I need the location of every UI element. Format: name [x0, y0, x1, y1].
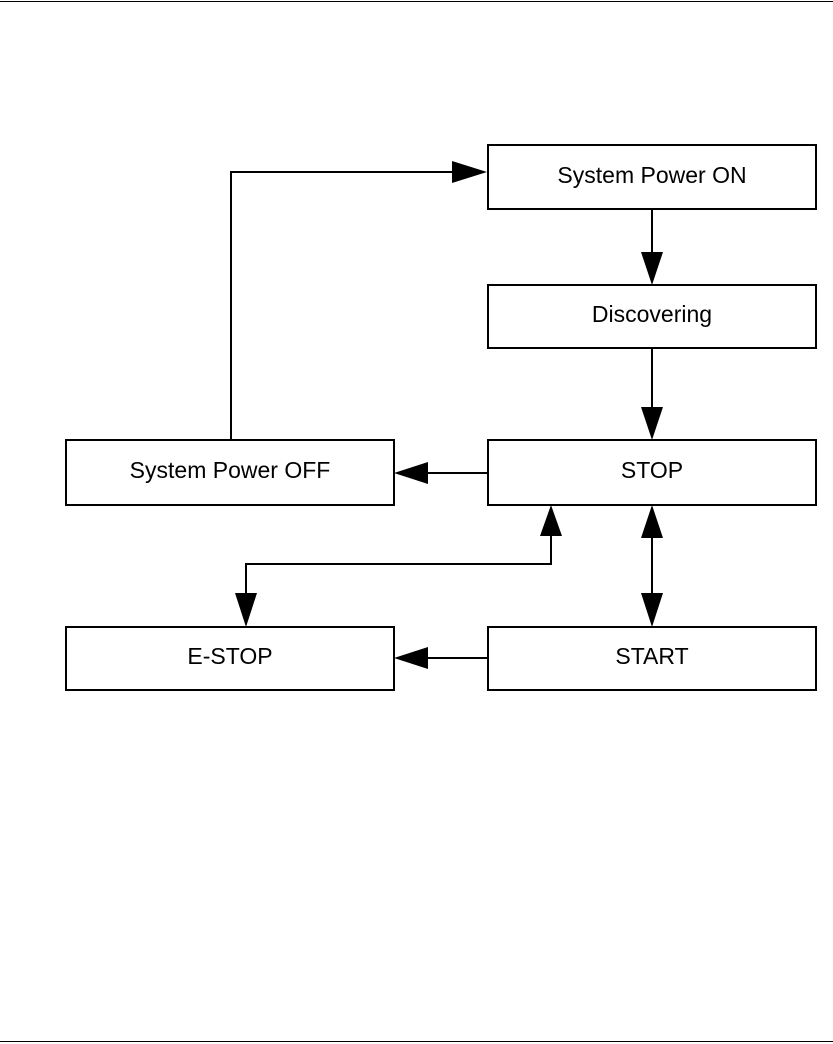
node-start: START	[488, 627, 816, 690]
arrowhead	[641, 407, 663, 440]
node-label: START	[615, 643, 688, 669]
arrowhead	[641, 505, 663, 538]
node-discovering: Discovering	[488, 285, 816, 348]
arrowhead	[235, 593, 257, 627]
edge-power-off-to-power-on	[231, 161, 487, 440]
node-stop: STOP	[488, 440, 816, 505]
node-label: Discovering	[592, 301, 712, 327]
edge-discovering-to-stop	[641, 348, 663, 440]
node-label: System Power OFF	[130, 457, 331, 483]
edge-start-to-estop	[394, 647, 488, 669]
arrowhead	[641, 252, 663, 285]
node-label: System Power ON	[557, 162, 746, 188]
node-system-power-on: System Power ON	[488, 145, 816, 209]
arrowhead	[452, 161, 487, 183]
edge-power-on-to-discovering	[641, 209, 663, 285]
edge-stop-estop-bidirectional	[235, 505, 562, 627]
node-e-stop: E-STOP	[66, 627, 394, 690]
node-label: STOP	[621, 457, 683, 483]
node-label: E-STOP	[187, 643, 272, 669]
arrowhead	[540, 505, 562, 536]
node-system-power-off: System Power OFF	[66, 440, 394, 505]
arrowhead	[394, 647, 428, 669]
edge-stop-to-power-off	[394, 462, 488, 484]
arrowhead	[641, 593, 663, 627]
arrowhead	[394, 462, 428, 484]
edge-stop-start-bidirectional	[641, 505, 663, 627]
